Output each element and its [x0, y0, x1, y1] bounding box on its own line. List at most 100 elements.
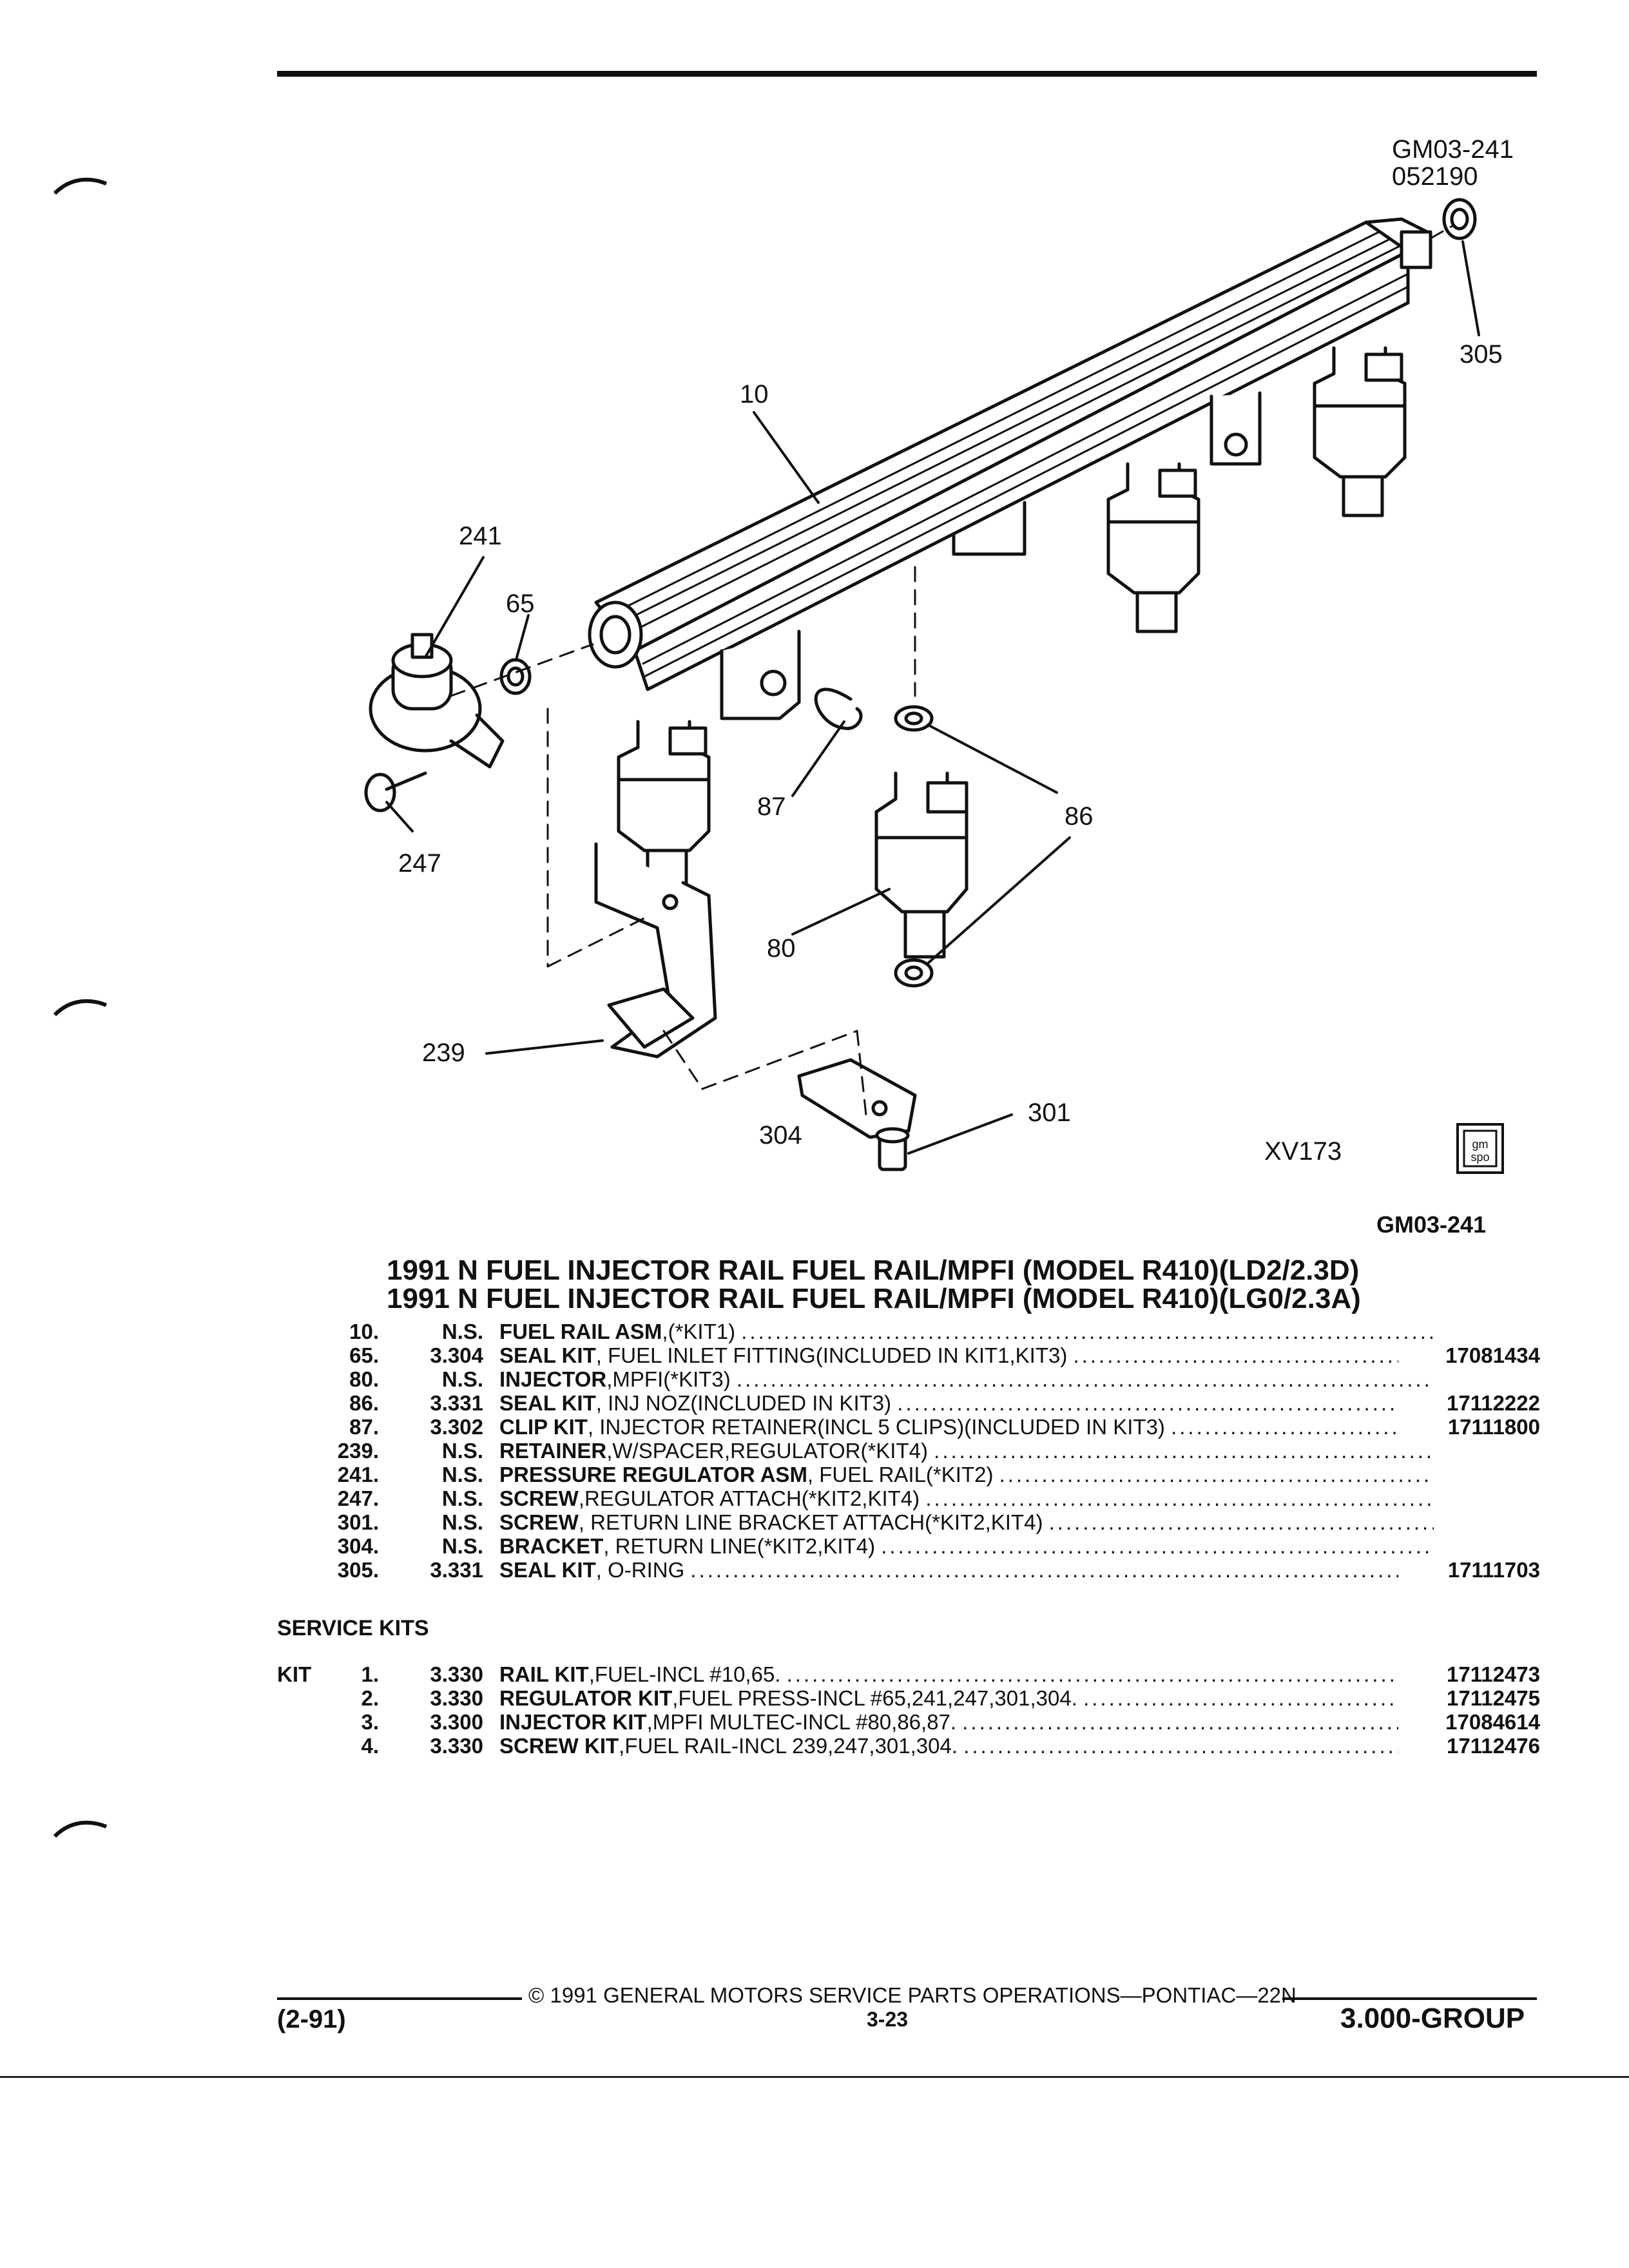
kit-detail: ,FUEL-INCL #10,65.	[588, 1662, 781, 1686]
page-number: 3-23	[867, 2008, 909, 2031]
part-number: 17111800	[1447, 1415, 1540, 1439]
kit-number: 2.	[361, 1686, 379, 1710]
item-number: 239.	[337, 1439, 379, 1463]
group-number: N.S.	[441, 1510, 483, 1534]
callout-65: 65	[506, 590, 535, 618]
revision-date: (2-91)	[277, 2005, 346, 2033]
part-name: CLIP KIT	[499, 1415, 588, 1439]
callout-305: 305	[1460, 340, 1503, 369]
kit-name: REGULATOR KIT	[499, 1686, 673, 1710]
svg-text:spo: spo	[1470, 1151, 1489, 1164]
parts-row: 304. N.S. BRACKET, RETURN LINE(*KIT2,KIT…	[277, 1534, 1540, 1558]
part-description: SCREW,REGULATOR ATTACH(*KIT2,KIT4) .....…	[499, 1486, 1434, 1511]
leader-dots: ........................................…	[999, 1463, 1434, 1486]
parts-list: 10. N.S. FUEL RAIL ASM,(*KIT1) .........…	[277, 1320, 1540, 1582]
kit-detail: ,MPFI MULTEC-INCL #80,86,87.	[646, 1710, 957, 1734]
kit-description: REGULATOR KIT,FUEL PRESS-INCL #65,241,24…	[499, 1686, 1398, 1711]
leader-dots: ........................................…	[925, 1486, 1434, 1510]
parts-row: 301. N.S. SCREW, RETURN LINE BRACKET ATT…	[277, 1510, 1540, 1534]
group-number: N.S.	[441, 1439, 483, 1463]
kit-row: 3. 3.300 INJECTOR KIT,MPFI MULTEC-INCL #…	[277, 1710, 1540, 1734]
rail-mount-brackets	[720, 391, 1262, 720]
gm-spo-logo: gm spo	[1456, 1123, 1504, 1174]
part-detail: ,MPFI(*KIT3)	[606, 1367, 731, 1391]
callout-80: 80	[767, 934, 796, 963]
parts-row: 80. N.S. INJECTOR,MPFI(*KIT3) ..........…	[277, 1367, 1540, 1391]
part-detail: ,W/SPACER,REGULATOR(*KIT4)	[606, 1439, 928, 1463]
kit-name: INJECTOR KIT	[499, 1710, 647, 1734]
part-number: 17112222	[1446, 1391, 1540, 1415]
group-number: 3.330	[430, 1734, 483, 1758]
callout-86: 86	[1065, 802, 1094, 831]
seal-drawings	[499, 198, 1477, 988]
part-name: BRACKET	[499, 1534, 604, 1558]
item-number: 87.	[349, 1415, 379, 1439]
leader-dots: ........................................…	[1171, 1415, 1398, 1439]
part-description: SEAL KIT, O-RING .......................…	[499, 1558, 1398, 1582]
callout-301: 301	[1028, 1099, 1071, 1127]
kit-row: KIT 1. 3.330 RAIL KIT,FUEL-INCL #10,65. …	[277, 1662, 1540, 1686]
part-detail: , FUEL INLET FITTING(INCLUDED IN KIT1,KI…	[595, 1343, 1068, 1367]
item-number: 10.	[349, 1320, 379, 1343]
part-number: 17111703	[1447, 1558, 1540, 1582]
callout-10: 10	[740, 380, 769, 408]
part-description: CLIP KIT, INJECTOR RETAINER(INCL 5 CLIPS…	[499, 1415, 1398, 1439]
part-name: SCREW	[499, 1510, 579, 1534]
footer-rule-left	[277, 1997, 522, 2000]
kit-detail: ,FUEL RAIL-INCL 239,247,301,304.	[619, 1734, 958, 1758]
callout-87: 87	[757, 793, 786, 821]
binder-hole-mark	[53, 177, 108, 195]
screw-247-drawing	[364, 771, 427, 812]
group-number: 3.331	[430, 1391, 483, 1415]
parts-row: 241. N.S. PRESSURE REGULATOR ASM, FUEL R…	[277, 1463, 1540, 1486]
catalog-title-2: 1991 N FUEL INJECTOR RAIL FUEL RAIL/MPFI…	[387, 1283, 1361, 1314]
part-detail: , INJECTOR RETAINER(INCL 5 CLIPS)(INCLUD…	[587, 1415, 1165, 1439]
part-description: FUEL RAIL ASM,(*KIT1) ..................…	[499, 1320, 1434, 1344]
callout-241: 241	[459, 522, 502, 550]
kit-description: SCREW KIT,FUEL RAIL-INCL 239,247,301,304…	[499, 1734, 1398, 1758]
part-number: 17081434	[1445, 1343, 1540, 1367]
group-number: 3.331	[430, 1558, 483, 1582]
top-rule	[277, 71, 1537, 77]
part-description: PRESSURE REGULATOR ASM, FUEL RAIL(*KIT2)…	[499, 1463, 1434, 1487]
leader-dots: ........................................…	[881, 1534, 1434, 1558]
figure-code-bottom: GM03-241	[1376, 1211, 1487, 1238]
item-number: 247.	[337, 1486, 379, 1510]
kit-detail: ,FUEL PRESS-INCL #65,241,247,301,304.	[672, 1686, 1077, 1710]
group-number: 3.330	[430, 1686, 483, 1710]
part-detail: , RETURN LINE(*KIT2,KIT4)	[603, 1534, 876, 1558]
part-detail: , INJ NOZ(INCLUDED IN KIT3)	[595, 1391, 892, 1415]
bracket-drawing	[797, 1058, 917, 1139]
group-number: 3.300	[430, 1710, 483, 1734]
parts-row: 305. 3.331 SEAL KIT, O-RING ............…	[277, 1558, 1540, 1582]
part-description: BRACKET, RETURN LINE(*KIT2,KIT4) .......…	[499, 1534, 1434, 1559]
part-name: INJECTOR	[499, 1367, 607, 1391]
part-description: RETAINER,W/SPACER,REGULATOR(*KIT4) .....…	[499, 1439, 1434, 1463]
catalog-title-1: 1991 N FUEL INJECTOR RAIL FUEL RAIL/MPFI…	[387, 1254, 1360, 1286]
leader-dots: ........................................…	[897, 1391, 1398, 1415]
screw-301-drawing	[875, 1127, 910, 1171]
item-number: 86.	[349, 1391, 379, 1415]
group-number: 3.304	[430, 1343, 483, 1367]
kit-number: 1.	[361, 1662, 379, 1686]
parts-row: 86. 3.331 SEAL KIT, INJ NOZ(INCLUDED IN …	[277, 1391, 1540, 1415]
kit-number: 4.	[361, 1734, 379, 1758]
leader-dots: ........................................…	[1073, 1343, 1398, 1367]
clip-drawing	[814, 687, 863, 731]
catalog-titles: 1991 N FUEL INJECTOR RAIL FUEL RAIL/MPFI…	[387, 1256, 1361, 1313]
group-number: N.S.	[441, 1320, 483, 1343]
part-detail: , RETURN LINE BRACKET ATTACH(*KIT2,KIT4)	[578, 1510, 1043, 1534]
group-number: N.S.	[441, 1486, 483, 1510]
leader-dots: ........................................…	[786, 1662, 1398, 1686]
figure-code: GM03-241	[1392, 135, 1514, 164]
service-kits-list: KIT 1. 3.330 RAIL KIT,FUEL-INCL #10,65. …	[277, 1662, 1540, 1758]
footer-rule-right	[1282, 1997, 1537, 2000]
part-detail: , FUEL RAIL(*KIT2)	[807, 1463, 994, 1486]
leader-dots: ........................................…	[690, 1558, 1398, 1582]
retainer-drawing	[594, 842, 717, 1059]
kit-description: INJECTOR KIT,MPFI MULTEC-INCL #80,86,87.…	[499, 1710, 1398, 1735]
group-label: 3.000-GROUP	[1340, 2003, 1525, 2034]
part-detail: ,REGULATOR ATTACH(*KIT2,KIT4)	[578, 1486, 920, 1510]
group-number: N.S.	[441, 1463, 483, 1486]
part-description: SEAL KIT, FUEL INLET FITTING(INCLUDED IN…	[499, 1343, 1398, 1368]
